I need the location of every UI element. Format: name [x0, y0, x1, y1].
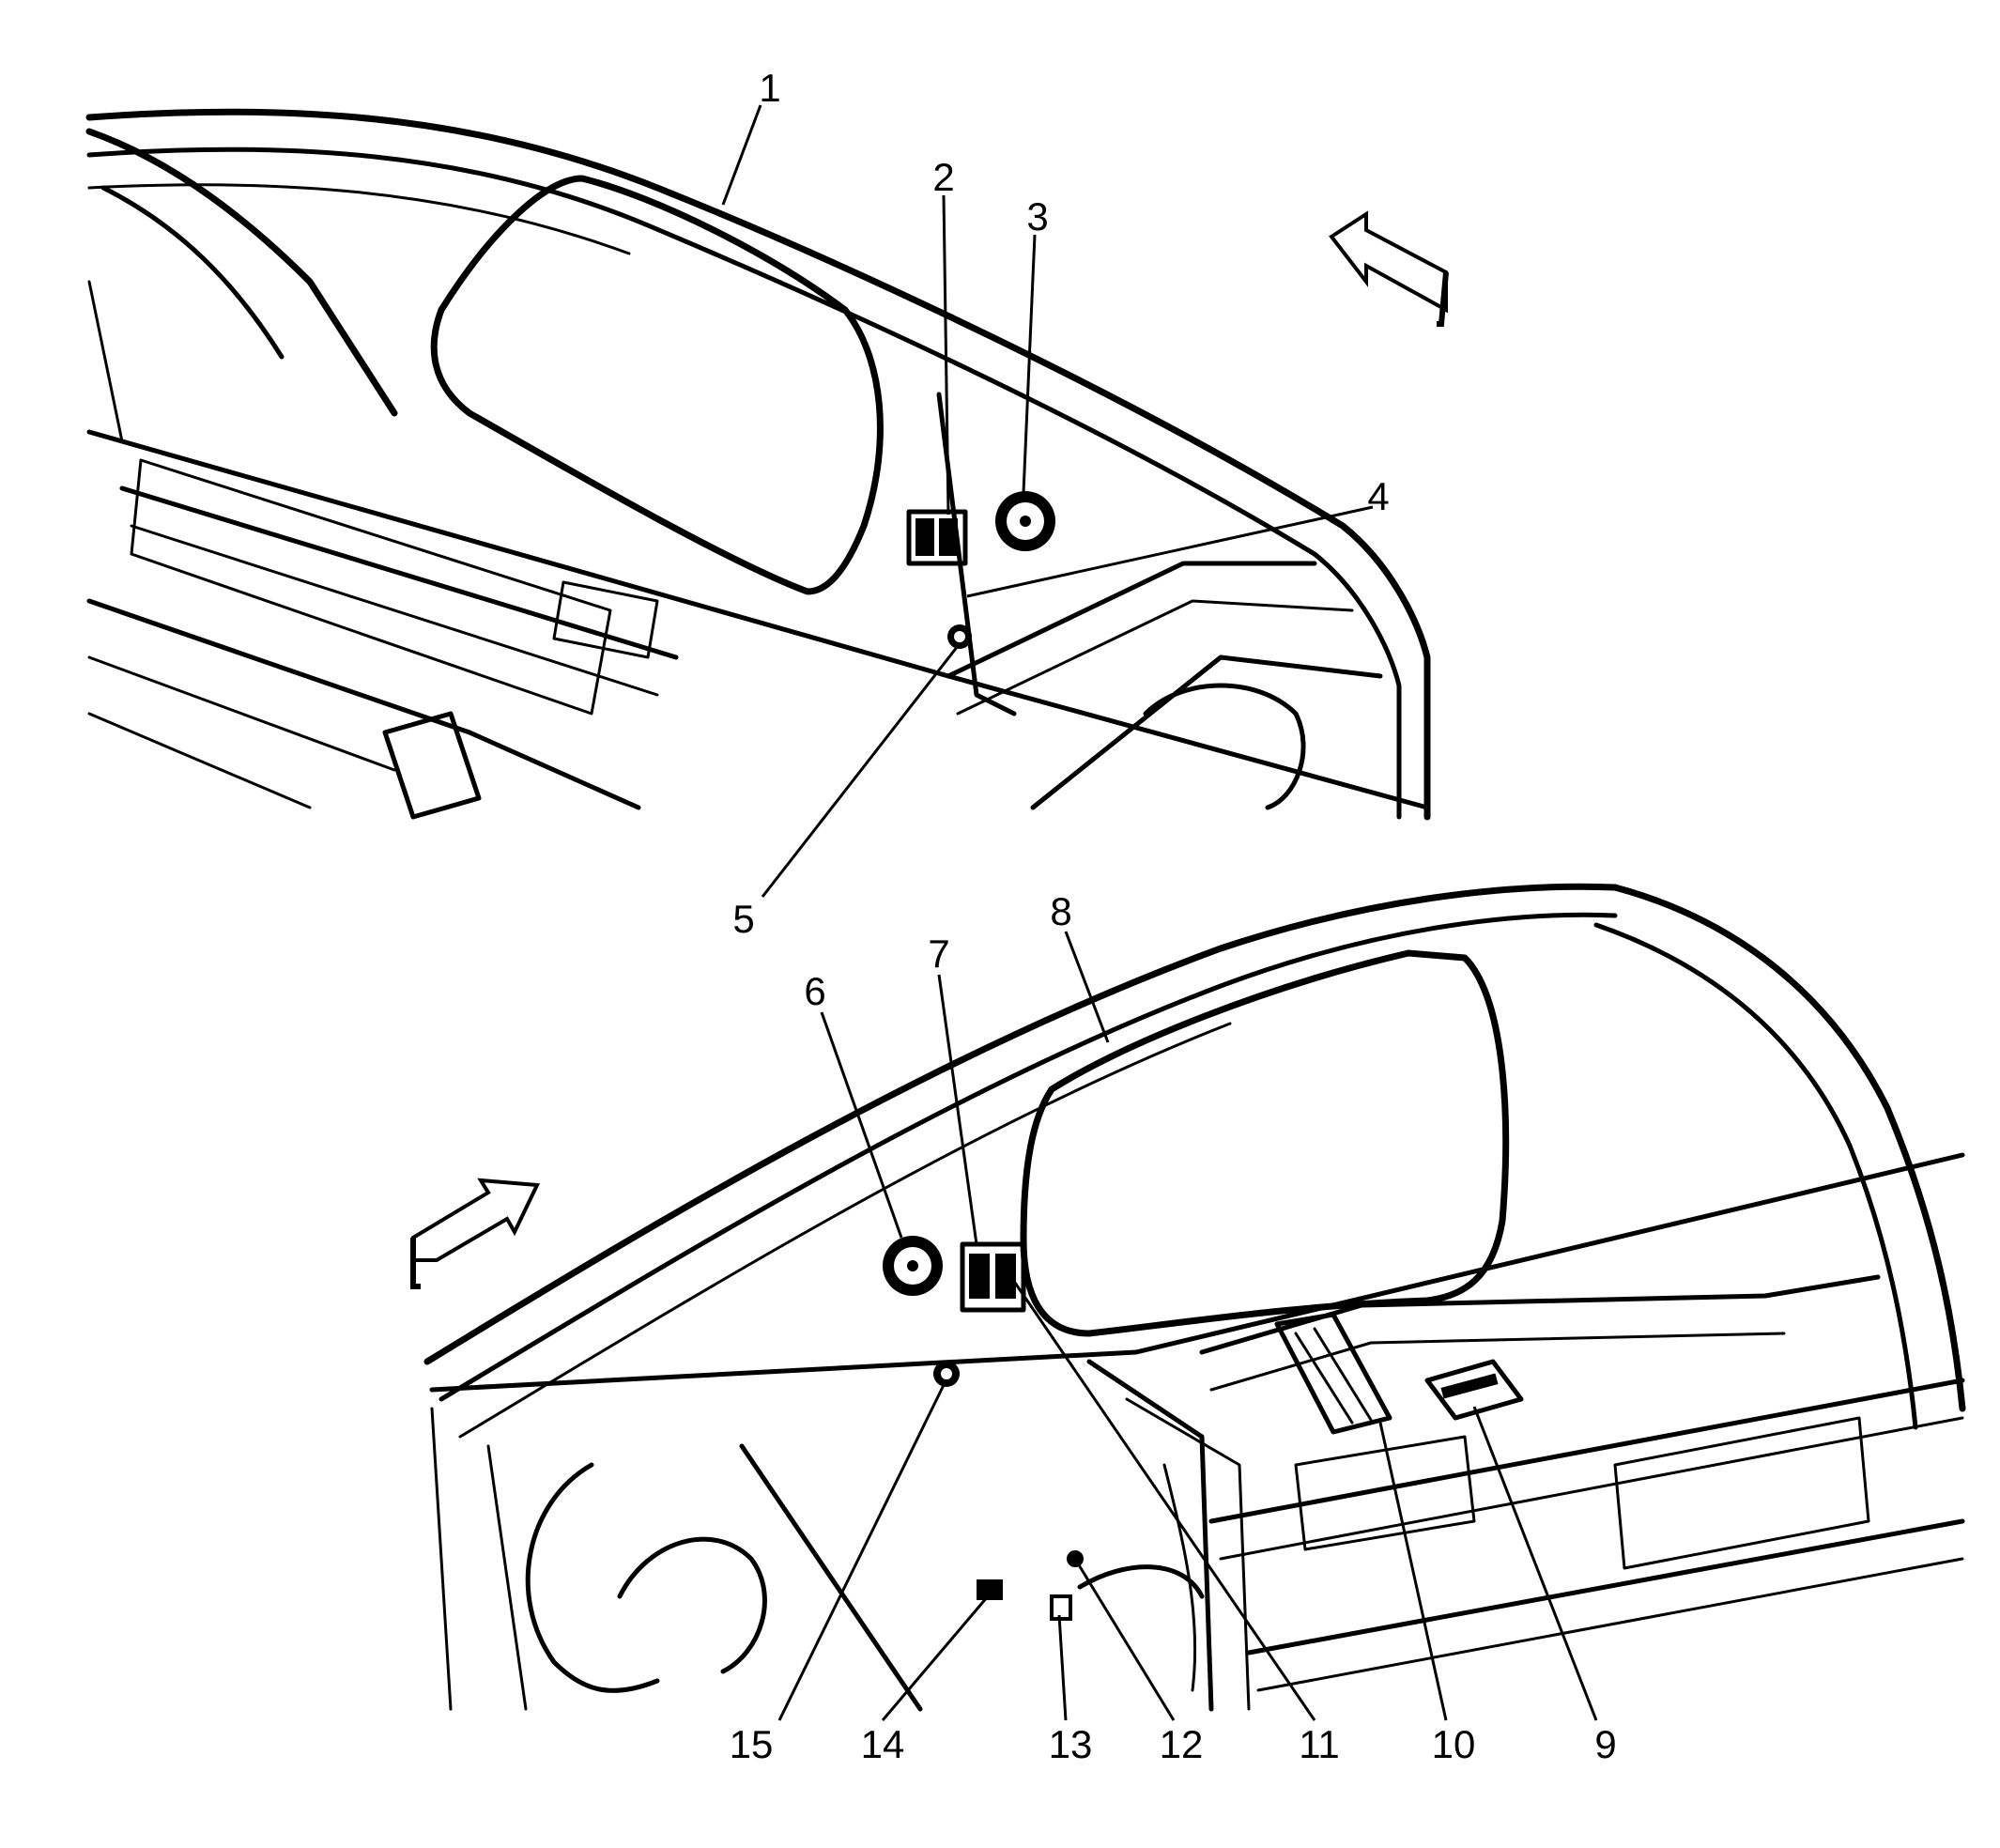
- control-module: [1424, 1359, 1524, 1421]
- module-bracket: [906, 509, 968, 566]
- callout-1: 1: [759, 66, 780, 110]
- callout-10: 10: [1432, 1722, 1476, 1766]
- callout-4: 4: [1367, 474, 1389, 518]
- callout-14: 14: [861, 1722, 905, 1766]
- callout-2: 2: [932, 155, 954, 199]
- front-view-arrow: [1329, 210, 1449, 327]
- grommet: [947, 624, 972, 649]
- connector-block: [1274, 1312, 1392, 1435]
- speaker: [995, 491, 1055, 551]
- callout-9: 9: [1594, 1722, 1616, 1766]
- callout-5: 5: [732, 897, 754, 941]
- callout-11: 11: [1299, 1722, 1340, 1766]
- rear-view-arrow: [410, 1178, 541, 1289]
- callout-3: 3: [1026, 194, 1048, 239]
- callout-13: 13: [1049, 1722, 1093, 1766]
- callout-8: 8: [1050, 889, 1071, 933]
- grommet-lower: [933, 1361, 960, 1387]
- top-view-body-structure: [85, 108, 1431, 821]
- callout-15: 15: [730, 1722, 774, 1766]
- bottom-view-body-structure: [423, 883, 1966, 1712]
- speaker-lower: [883, 1236, 943, 1296]
- wire-clip: [1067, 1550, 1084, 1567]
- leader-lines: [721, 104, 1598, 1721]
- callout-12: 12: [1160, 1722, 1204, 1766]
- module-bracket-lower: [960, 1241, 1026, 1313]
- callout-labels: 1 2 3 4 5 6 7 8 9 10 11 12 13 14 15: [730, 66, 1617, 1766]
- harness-connector: [1050, 1594, 1072, 1621]
- harness-bracket: [977, 1579, 1003, 1600]
- bottom-view-parts: [883, 1236, 1524, 1621]
- top-window-opening: [430, 175, 884, 595]
- callout-7: 7: [928, 932, 949, 976]
- top-view-parts: [906, 491, 1055, 649]
- callout-6: 6: [804, 969, 825, 1013]
